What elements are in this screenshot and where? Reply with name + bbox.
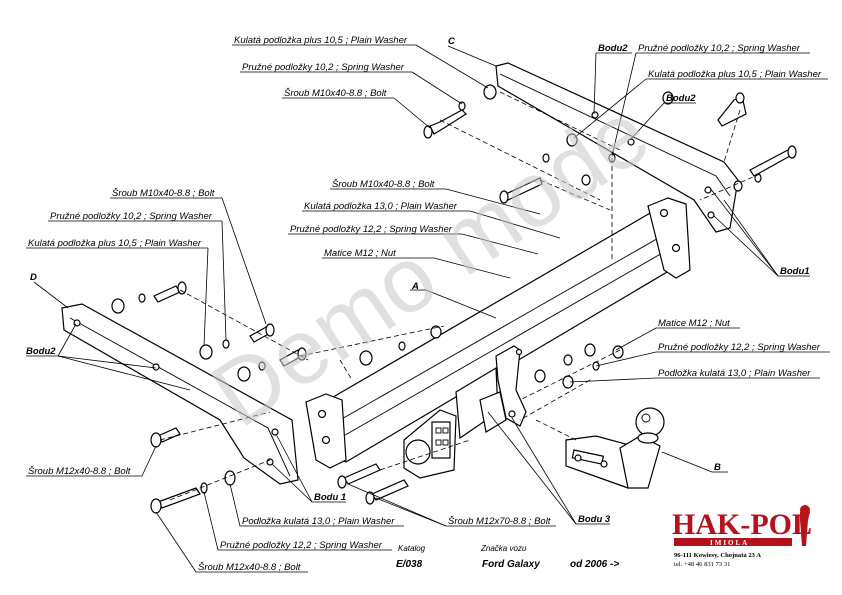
label-bodu1-right: Bodu1 (780, 266, 810, 277)
logo-address: 96-111 Kowiesy, Chojnata 23 A (674, 552, 761, 559)
logo-sub: IMIOLA (710, 539, 749, 547)
fasteners-d (111, 281, 442, 382)
label-a-spring: Pružné podložky 12,2 ; Spring Washer (290, 224, 453, 235)
vehicle-label: Značka vozu (480, 544, 527, 553)
label-d-bolt: Šroub M10x40-8.8 ; Bolt (112, 188, 215, 199)
label-a-washer: Kulatá podložka 13,0 ; Plain Washer (304, 201, 458, 212)
label-bodu2-left: Bodu2 (26, 346, 56, 357)
vehicle-value: Ford Galaxy (482, 559, 540, 570)
label-r-spring: Pružné podložky 12,2 ; Spring Washer (658, 342, 821, 353)
label-part-c: C (448, 36, 455, 47)
socket-plate (403, 409, 457, 479)
label-c-bolt: Šroub M10x40-8.8 ; Bolt (284, 88, 387, 99)
logo-bar (674, 538, 792, 546)
label-l-bolt-m12x40: Šroub M12x40-8.8 ; Bolt (28, 466, 131, 477)
label-b-washer: Podložka kulatá 13,0 ; Plain Washer (242, 516, 395, 527)
assembly-lines (159, 91, 761, 501)
callout-labels: Kulatá podložka plus 10,5 ; Plain Washer… (26, 35, 822, 573)
label-part-a: A (411, 281, 419, 292)
leader-lines (26, 44, 830, 573)
model-year: od 2006 -> (570, 559, 619, 570)
label-b-bolt-m12x40: Šroub M12x40-8.8 ; Bolt (198, 562, 301, 573)
label-bodu1-bottom: Bodu 1 (314, 492, 346, 503)
label-part-b: B (714, 462, 721, 473)
label-r-nut: Matice M12 ; Nut (658, 318, 730, 329)
tow-hook-icon (800, 512, 810, 546)
label-d-washer-plus: Kulatá podložka plus 10,5 ; Plain Washer (28, 238, 202, 249)
label-bodu2-mid: Bodu2 (666, 93, 696, 104)
label-a-nut: Matice M12 ; Nut (324, 248, 396, 259)
katalog-label: Katalog (398, 544, 426, 553)
label-bodu2-top: Bodu2 (598, 43, 628, 54)
label-b-spring: Pružné podložky 12,2 ; Spring Washer (220, 540, 383, 551)
crossbar-a (305, 197, 691, 469)
label-a-bolt: Šroub M10x40-8.8 ; Bolt (332, 179, 435, 190)
label-c-washer-plus-right: Kulatá podložka plus 10,5 ; Plain Washer (648, 69, 822, 80)
fasteners-bottom (150, 427, 409, 514)
label-part-d: D (30, 272, 37, 283)
tow-ball-icon (800, 505, 810, 515)
logo-phone: tel. +48 46 831 73 31 (674, 561, 730, 568)
label-c-spring-right: Pružné podložky 10,2 ; Spring Washer (638, 43, 801, 54)
label-bodu3: Bodu 3 (578, 514, 611, 525)
label-c-spring-washer: Pružné podložky 10,2 ; Spring Washer (242, 62, 405, 73)
fasteners-right (534, 343, 624, 389)
tow-ball-b (565, 407, 665, 489)
footer-info: Katalog E/038 Značka vozu Ford Galaxy od… (396, 544, 619, 570)
hakpol-logo: HAK-POL IMIOLA 96-111 Kowiesy, Chojnata … (672, 505, 812, 568)
label-r-washer: Podložka kulatá 13,0 ; Plain Washer (658, 368, 811, 379)
label-d-spring: Pružné podložky 10,2 ; Spring Washer (50, 211, 213, 222)
logo-name: HAK-POL (672, 508, 812, 541)
katalog-value: E/038 (396, 559, 423, 570)
bracket-c (495, 62, 739, 233)
hook-bracket (479, 345, 527, 433)
label-b-bolt-m12x70: Šroub M12x70-8.8 ; Bolt (448, 516, 551, 527)
label-c-washer-plus: Kulatá podložka plus 10,5 ; Plain Washer (234, 35, 408, 46)
